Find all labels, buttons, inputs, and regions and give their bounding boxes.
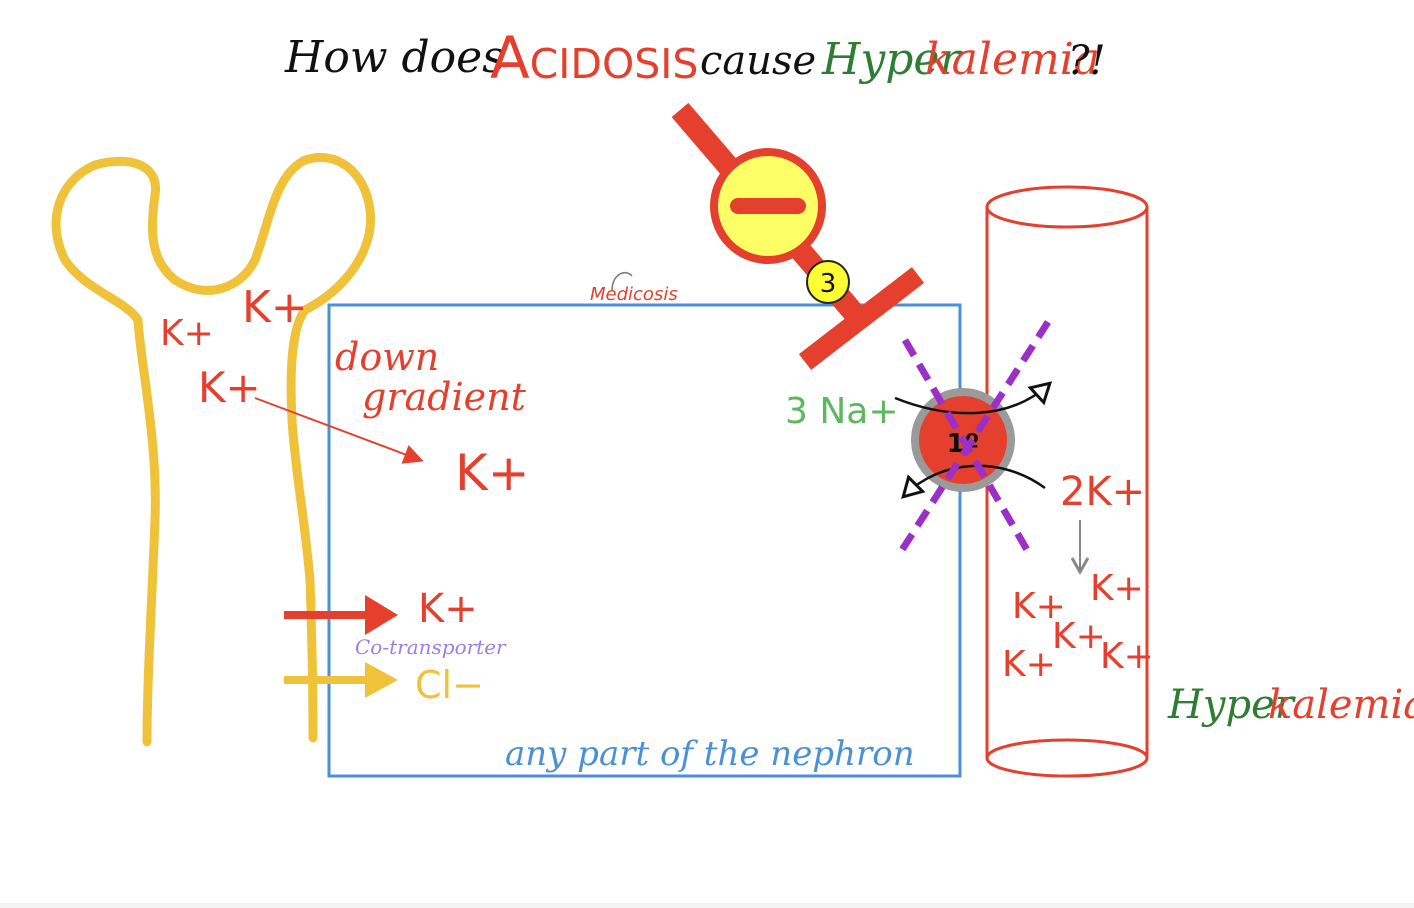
title-kalemia: kalemia bbox=[925, 34, 1100, 85]
hyperkalemia-kalemia: kalemia bbox=[1268, 682, 1414, 728]
nephron-cell-box bbox=[327, 303, 962, 778]
tubule-k2: K+ bbox=[242, 282, 308, 333]
vessel-k-labels: K+ K+ K+ K+ K+ bbox=[1002, 568, 1154, 685]
inhibition-bar bbox=[798, 267, 925, 370]
hyperkalemia-label: Hyper kalemia bbox=[1167, 682, 1414, 728]
nephron-tubule bbox=[51, 152, 376, 747]
vessel-top bbox=[985, 185, 1149, 229]
title-hyper: Hyper bbox=[821, 34, 963, 85]
gradient-label: gradient bbox=[362, 375, 527, 419]
cotransporter: K+ Co-transporter Cl− bbox=[284, 586, 507, 707]
stethoscope-icon bbox=[611, 271, 633, 291]
cl-cotransport-label: Cl− bbox=[415, 663, 484, 707]
title-part1: How does bbox=[284, 32, 505, 83]
cotransporter-label: Co-transporter bbox=[355, 635, 507, 659]
k-cotransport-arrowhead bbox=[365, 595, 398, 635]
title-part2: cause bbox=[700, 38, 816, 84]
k-in-arrow bbox=[905, 464, 1046, 495]
na-label: 3 Na+ bbox=[785, 391, 899, 432]
step-badge-number: 3 bbox=[820, 269, 837, 299]
k-in-label: 2K+ bbox=[1060, 469, 1145, 515]
step-badge bbox=[806, 260, 850, 304]
bottom-rule bbox=[0, 903, 1414, 908]
inhibition-symbol: 3 bbox=[671, 102, 925, 370]
na-out-arrow bbox=[894, 385, 1048, 415]
vessel-k-3: K+ bbox=[1052, 616, 1106, 657]
tubule-k3: K+ bbox=[198, 363, 261, 412]
down-label: down bbox=[335, 335, 439, 379]
vessel-k-4: K+ bbox=[1002, 644, 1056, 685]
vessel-k-1: K+ bbox=[1012, 586, 1066, 627]
tubule-k1: K+ bbox=[160, 313, 214, 354]
blood-vessel bbox=[985, 185, 1149, 778]
cl-cotransport-arrowhead bbox=[365, 662, 398, 698]
vessel-k-5: K+ bbox=[1100, 636, 1154, 677]
gradient-arrow bbox=[254, 397, 424, 464]
page-title: How does Acidosis cause Hyper kalemia ?! bbox=[284, 24, 1106, 92]
title-acidosis: Acidosis bbox=[490, 24, 698, 92]
tubule-k-labels: K+ K+ K+ bbox=[160, 282, 308, 412]
vessel-k-2: K+ bbox=[1090, 568, 1144, 609]
tubule-outline bbox=[51, 152, 376, 747]
blocked-cross-line-2 bbox=[899, 320, 1051, 552]
watermark-text: Medicosis bbox=[590, 284, 678, 305]
cell-caption: any part of the nephron bbox=[505, 734, 915, 774]
na-k-pump: 1º 3 Na+ 2K+ bbox=[785, 320, 1145, 557]
vessel-bottom bbox=[985, 738, 1149, 778]
title-end: ?! bbox=[1068, 38, 1106, 84]
k-cotransport-label: K+ bbox=[418, 586, 478, 632]
medicosis-watermark: Medicosis bbox=[590, 271, 678, 305]
k-inside-cell: K+ bbox=[455, 444, 530, 502]
hyperkalemia-hyper: Hyper bbox=[1167, 682, 1297, 728]
